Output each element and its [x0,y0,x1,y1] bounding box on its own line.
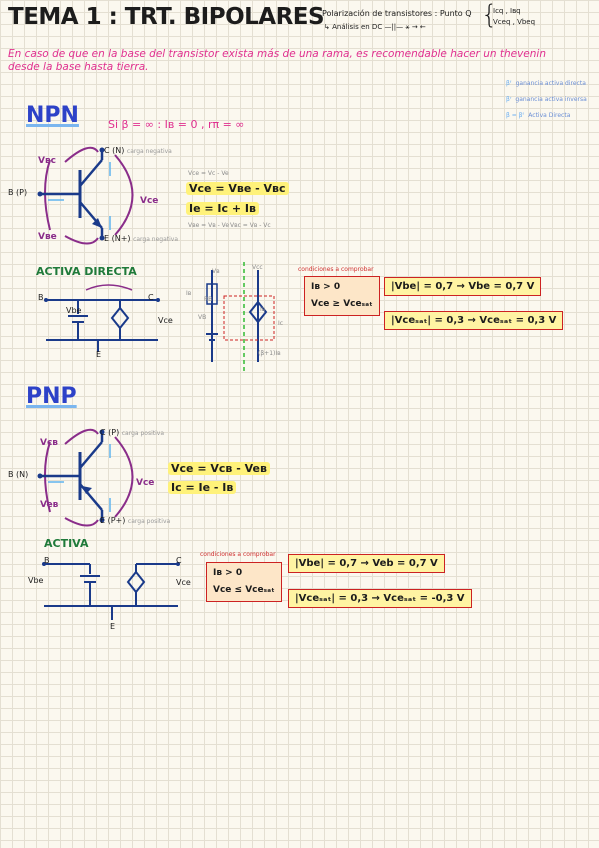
header-subnote: ↳ Análisis en DC —||— ⚹ → ← [324,23,426,32]
pnp-terminal-e: E (P+) carga positiva [100,516,170,525]
q-values: Iᴄq , Iʙq Vceq , Vbeq [493,6,535,28]
npn-circuit-vce: Vce [158,316,173,325]
npn-terminal-c-label: C (N) [104,146,125,155]
pnp-heading: PNP [26,384,77,409]
intro-text: En caso de que en la base del transistor… [8,48,546,73]
pnp-equation-vce: Vce = Vcʙ - Veʙ [168,462,270,475]
npn-equation-vce: Vce = Vʙe - Vʙc [186,182,289,195]
pnp-terminal-c: C (P) carga positiva [100,428,164,437]
page-title: TEMA 1 : TRT. BIPOLARES [8,4,325,30]
npn-conditions-title: condiciones a comprobar [298,266,374,273]
legend-text: ganancia activa inversa [515,96,587,103]
pnp-conditions-box: Iʙ > 0 Vce ≤ Vceₛₐₜ [206,562,282,602]
pnp-mode-heading: ACTIVA [44,537,89,550]
npn-condition: Si β = ∞ : Iʙ = 0 , rπ = ∞ [108,118,245,131]
pnp-active-circuit [42,562,180,620]
pnp-circuit-c: C [176,556,182,565]
pnp-result-vcesat: |Vceₛₐₜ| = 0,3 → Vceₛₐₜ = -0,3 V [288,589,472,608]
npn-terminal-e: E (N+) carga negativa [104,234,178,243]
npn-result-vcesat: |Vceₛₐₜ| = 0,3 → Vceₛₐₜ = 0,3 V [384,311,564,330]
pnp-terminal-e-label: E (P+) [100,516,126,525]
npn-bias-rb: RB [204,296,213,303]
npn-circuit-e: E [96,350,102,359]
legend-text: ganancia activa directa [515,80,586,87]
npn-bias-ic: Ic [278,320,284,327]
npn-charge-e: carga negativa [133,236,179,243]
npn-bias-ib: Iʙ [260,306,266,313]
npn-transistor-diagram [37,146,134,245]
pnp-vcb-label: Vcʙ [40,438,58,448]
npn-terminal-c: C (N) carga negativa [104,146,172,155]
q-value-voltages: Vceq , Vbeq [493,18,536,26]
pnp-conditions-title: condiciones a comprobar [200,551,276,558]
brace-icon: { [481,0,498,30]
pnp-circuit-vce: Vce [176,578,191,587]
npn-relation-vbe: Vʙe = Vʙ - Ve [188,222,230,229]
npn-bias-circuit [206,262,275,372]
npn-vbe-label: Vʙe [38,232,57,242]
npn-circuit-c: C [148,293,154,302]
pnp-condition-vce: Vce ≤ Vceₛₐₜ [213,585,275,595]
npn-circuit-b: B [38,293,44,302]
pnp-circuit-b: B [44,556,50,565]
npn-terminal-e-label: E (N+) [104,234,131,243]
capacitor-open-icon: —||— ⚹ → ← [384,23,426,31]
npn-relation-top: Vce = Vc - Ve [188,170,229,177]
npn-equation-ie: Ie = Ic + Iʙ [186,202,259,215]
header-note: Polarización de transistores : Punto Q [322,9,472,18]
npn-heading: NPN [26,103,79,128]
npn-bias-ibb: Iʙ [186,290,192,297]
legend-symbol: βᶠ [506,80,512,87]
q-value-currents: Iᴄq , Iʙq [493,7,521,15]
npn-circuit-vbe: Vbe [66,306,82,315]
pnp-circuit-vbe: Vbe [28,576,44,585]
npn-mode-heading: ACTIVA DIRECTA [36,265,137,278]
pnp-terminal-c-label: C (P) [100,428,120,437]
npn-relation-vbc: Vʙc = Vʙ - Vc [230,222,271,229]
header-subnote-text: Análisis en DC [332,23,383,31]
pnp-condition-ib: Iʙ > 0 [213,568,243,578]
npn-condition-ib: Iʙ > 0 [311,282,341,292]
npn-vbc-label: Vʙc [38,156,56,166]
npn-result-vbe: |Vbe| = 0,7 → Vbe = 0,7 V [384,277,542,296]
pnp-vce-label: Vce [136,478,155,488]
npn-active-circuit [44,284,160,352]
legend-symbol: β = βᶠ [506,112,525,119]
pnp-terminal-b: B (N) [8,470,29,479]
npn-bias-vb: VB [198,314,207,321]
pnp-transistor-diagram [37,428,134,527]
npn-condition-vce: Vce ≥ Vceₛₐₜ [311,299,373,309]
pnp-charge-c: carga positiva [121,430,164,437]
npn-bias-ie: (β+1)Iʙ [258,350,281,357]
pnp-circuit-e: E [110,622,116,631]
npn-conditions-box: Iʙ > 0 Vce ≥ Vceₛₐₜ [304,276,380,316]
pnp-result-veb: |Vbe| = 0,7 → Veb = 0,7 V [288,554,445,573]
arrow-icon: ↳ [324,23,333,31]
npn-charge-c: carga negativa [126,148,172,155]
npn-bias-vcc: Vcc [252,264,263,271]
legend-symbol: βʳ [506,96,512,103]
pnp-equation-ic: Ic = Ie - Iʙ [168,481,237,494]
legend-text: Activa Directa [528,112,571,119]
npn-bias-vbb: Vʙ [212,268,220,275]
npn-vce-label: Vce [140,196,159,206]
pnp-veb-label: Veʙ [40,500,59,510]
pnp-charge-e: carga positiva [127,518,171,525]
npn-terminal-b: B (P) [8,188,28,197]
